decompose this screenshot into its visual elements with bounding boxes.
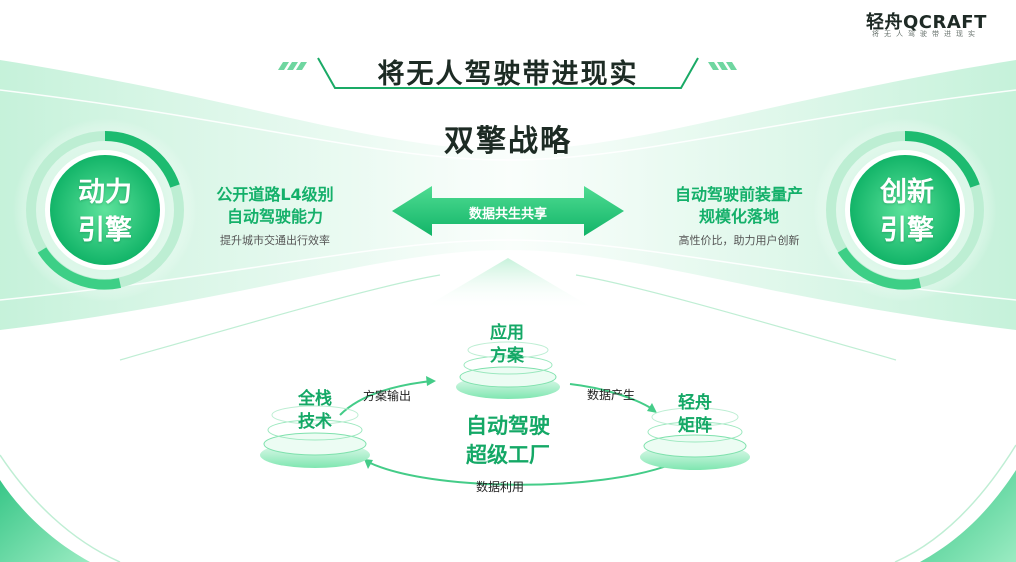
triangle-glow xyxy=(420,258,596,310)
node-application-solution: 应用 方案 xyxy=(462,322,552,368)
corner-wave-right xyxy=(920,470,1016,562)
flow-label-solution-output: 方案输出 xyxy=(363,387,411,404)
node-full-stack-tech: 全栈 技术 xyxy=(270,388,360,434)
corner-wave-left xyxy=(0,480,90,562)
page-title: 将无人驾驶带进现实 xyxy=(300,52,716,91)
right-engine-description: 自动驾驶前装量产 规模化落地 高性价比，助力用户创新 xyxy=(654,184,824,248)
flow-label-data-utilization: 数据利用 xyxy=(476,478,524,495)
flow-label-data-generation: 数据产生 xyxy=(587,386,635,403)
left-engine-description: 公开道路L4级别 自动驾驶能力 提升城市交通出行效率 xyxy=(190,184,360,248)
left-engine-label: 动力 引擎 xyxy=(60,174,150,250)
shared-data-label: 数据共生共享 xyxy=(430,203,586,222)
right-engine-label: 创新 引擎 xyxy=(862,174,952,250)
super-factory-label: 自动驾驶 超级工厂 xyxy=(428,412,588,470)
logo-tagline: 将无人驾驶带进现实 xyxy=(872,29,980,39)
strategy-heading: 双擎战略 xyxy=(360,116,656,160)
node-qcraft-matrix: 轻舟 矩阵 xyxy=(650,392,740,438)
